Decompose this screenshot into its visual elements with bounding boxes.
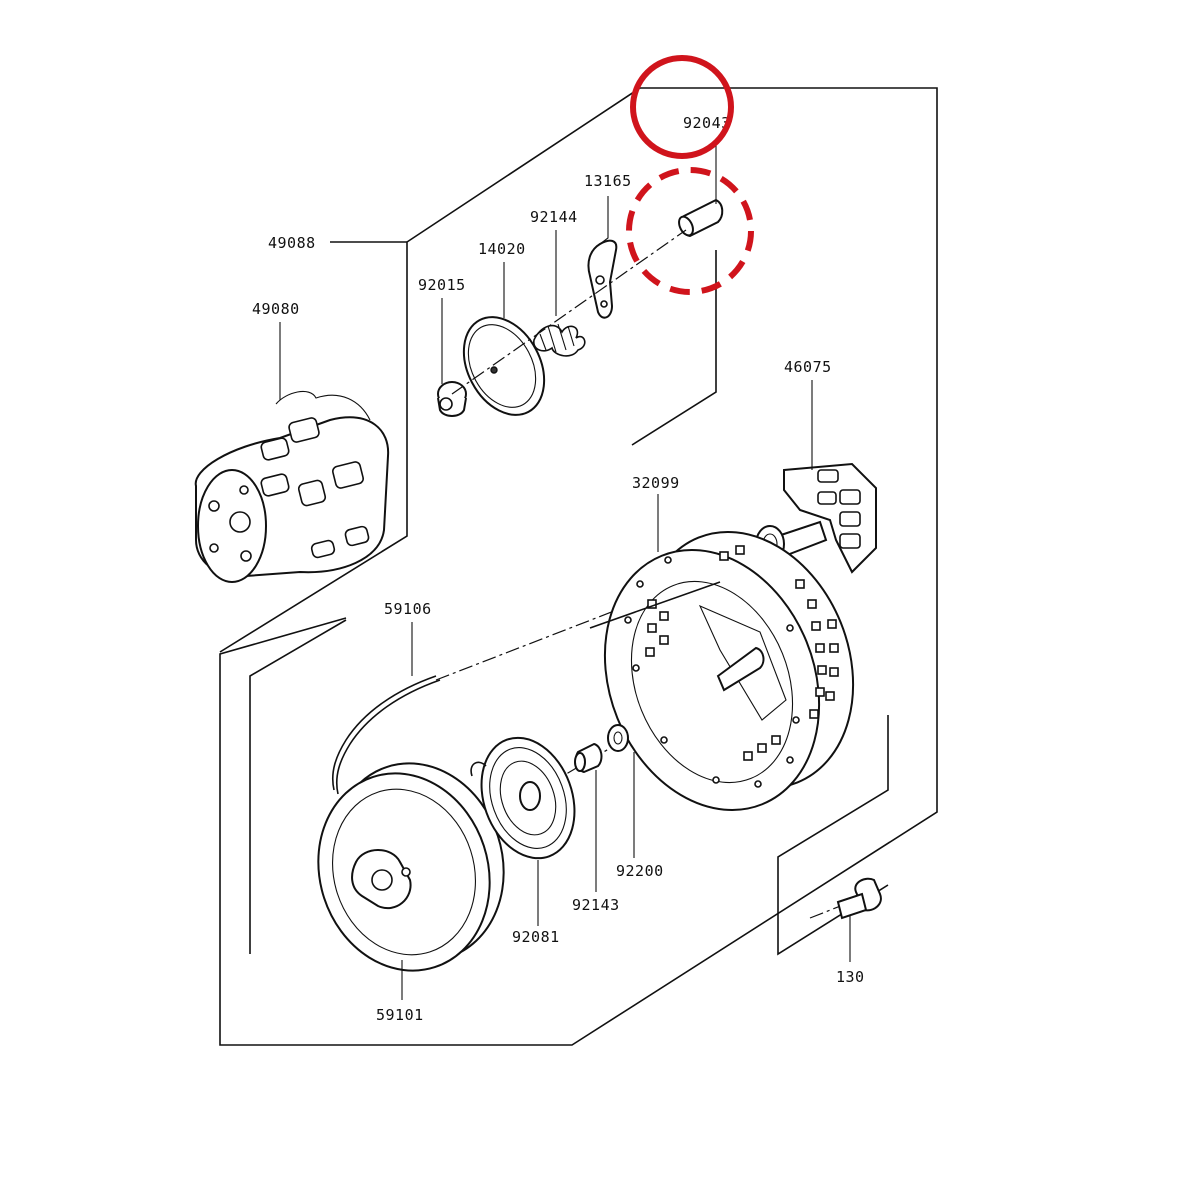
housing-32099 bbox=[603, 531, 855, 811]
label-92081[interactable]: 92081 bbox=[512, 928, 560, 946]
label-49080[interactable]: 49080 bbox=[252, 300, 300, 318]
bolt-130 bbox=[836, 877, 882, 920]
cover-cup-49080 bbox=[194, 390, 390, 583]
label-92143[interactable]: 92143 bbox=[572, 896, 620, 914]
rope-59106 bbox=[331, 581, 721, 795]
label-130[interactable]: 130 bbox=[836, 968, 865, 986]
label-49088[interactable]: 49088 bbox=[268, 234, 316, 252]
pin-92043 bbox=[678, 198, 724, 238]
label-92144[interactable]: 92144 bbox=[530, 208, 578, 226]
washer-92200 bbox=[607, 724, 629, 752]
assembly-frame bbox=[219, 87, 938, 1046]
recoil-spring-92081 bbox=[470, 736, 576, 860]
subassembly-bracket-lower bbox=[249, 619, 889, 956]
label-59101[interactable]: 59101 bbox=[376, 1006, 424, 1024]
spring-92144 bbox=[533, 323, 586, 357]
highlight-annotations bbox=[626, 55, 754, 295]
label-13165[interactable]: 13165 bbox=[584, 172, 632, 190]
label-14020[interactable]: 14020 bbox=[478, 240, 526, 258]
plate-14020 bbox=[462, 316, 546, 416]
label-92043[interactable]: 92043 bbox=[683, 114, 731, 132]
label-92200[interactable]: 92200 bbox=[616, 862, 664, 880]
label-32099[interactable]: 32099 bbox=[632, 474, 680, 492]
collar-92143 bbox=[574, 742, 603, 774]
reel-59101 bbox=[317, 762, 505, 972]
highlight-circle-label bbox=[630, 55, 734, 159]
label-46075[interactable]: 46075 bbox=[784, 358, 832, 376]
pawl-13165 bbox=[587, 239, 618, 319]
subassembly-bracket-upper bbox=[631, 250, 717, 446]
highlight-circle-part bbox=[626, 167, 754, 295]
label-92015[interactable]: 92015 bbox=[418, 276, 466, 294]
part-labels: 92043 13165 92144 14020 92015 49088 4908… bbox=[252, 114, 865, 1024]
leader-lines bbox=[279, 140, 851, 1000]
label-59106[interactable]: 59106 bbox=[384, 600, 432, 618]
